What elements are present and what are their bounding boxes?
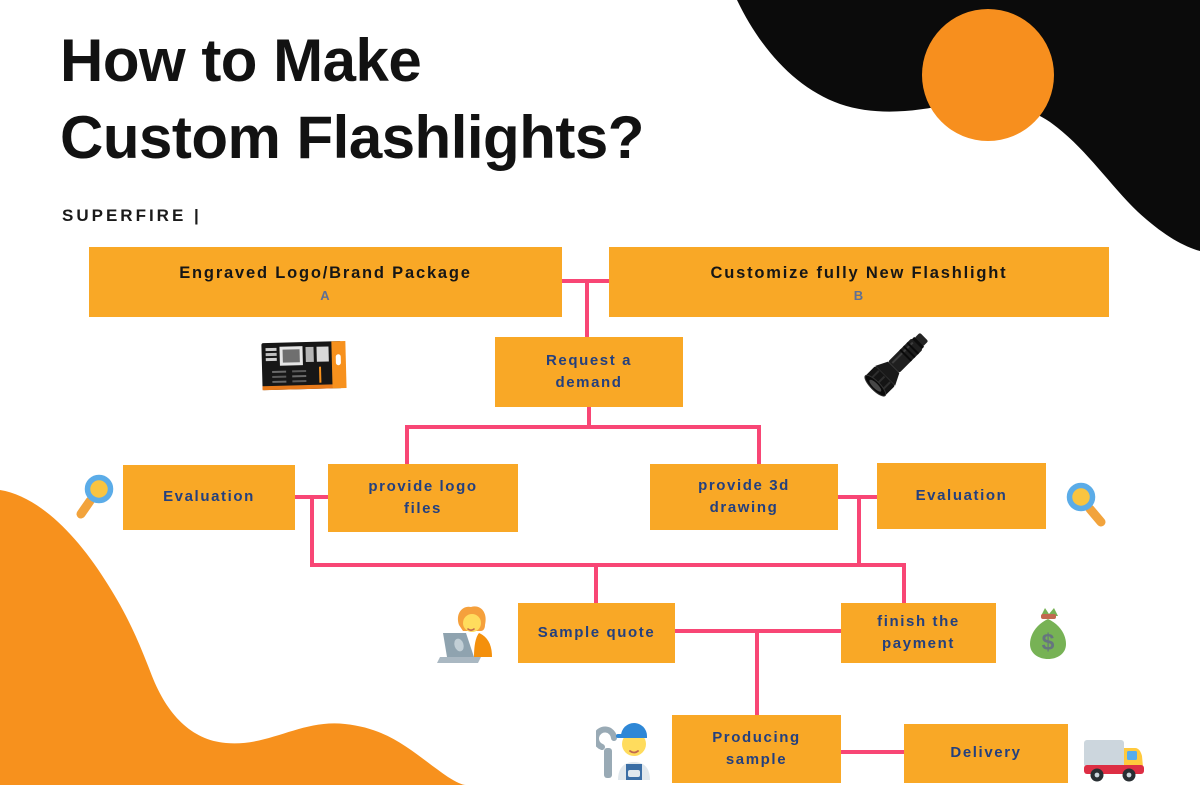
node-evaluation-left: Evaluation bbox=[123, 465, 295, 530]
delivery-truck-icon bbox=[1082, 736, 1146, 784]
node-label: Evaluation bbox=[163, 488, 255, 506]
connector-branch-left-drop bbox=[405, 425, 409, 466]
node-provide-logo-files: provide logo files bbox=[328, 464, 518, 532]
connector-collector-horizontal bbox=[310, 563, 906, 567]
node-label: Producing sample bbox=[712, 728, 801, 769]
magnifying-glass-icon bbox=[1060, 480, 1110, 534]
node-label: Evaluation bbox=[915, 486, 1008, 504]
node-finish-the-payment: finish the payment bbox=[841, 603, 996, 663]
node-provide-3d-drawing: provide 3d drawing bbox=[650, 464, 838, 530]
node-label: Customize fully New Flashlight bbox=[710, 263, 1008, 282]
node-tag-b: B bbox=[853, 288, 865, 304]
node-customize-new-flashlight: Customize fully New Flashlight B bbox=[609, 247, 1109, 317]
orange-blob-decoration bbox=[0, 490, 466, 785]
flashlight-package-image bbox=[260, 339, 356, 395]
node-label: finish the payment bbox=[877, 612, 960, 653]
connector-producing-delivery bbox=[841, 750, 904, 754]
node-tag-a: A bbox=[320, 288, 331, 304]
node-request-a-demand: Request a demand bbox=[495, 337, 683, 407]
dollar-sign: $ bbox=[1042, 629, 1055, 655]
page-title: How to Make Custom Flashlights? bbox=[60, 22, 920, 176]
node-label: provide 3d drawing bbox=[698, 476, 790, 517]
node-delivery: Delivery bbox=[904, 724, 1068, 783]
connector-right-junction-drop bbox=[857, 495, 861, 567]
node-label: provide logo files bbox=[368, 477, 478, 518]
connector-to-sample-quote bbox=[594, 563, 598, 605]
connector-left-junction-drop bbox=[310, 495, 314, 567]
connector-to-producing-sample bbox=[755, 629, 759, 717]
node-evaluation-right: Evaluation bbox=[877, 463, 1046, 529]
connector-branch-right-drop bbox=[757, 425, 761, 466]
brand-name: SUPERFIRE | bbox=[62, 206, 202, 225]
node-producing-sample: Producing sample bbox=[672, 715, 841, 783]
page-title-line1: How to Make bbox=[60, 27, 422, 94]
node-sample-quote: Sample quote bbox=[518, 603, 675, 663]
mechanic-icon bbox=[596, 710, 664, 785]
page-title-line2: Custom Flashlights? bbox=[60, 104, 644, 171]
node-label: Delivery bbox=[950, 744, 1022, 762]
connector-to-finish-payment bbox=[902, 563, 906, 605]
money-bag-icon: $ bbox=[1027, 605, 1069, 661]
connector-branch-horizontal bbox=[405, 425, 761, 429]
connector-ab-to-request bbox=[585, 281, 589, 339]
node-label: Request a demand bbox=[545, 351, 633, 392]
black-blob-decoration bbox=[737, 0, 1200, 251]
node-engraved-logo-brand-package: Engraved Logo/Brand Package A bbox=[89, 247, 562, 317]
magnifying-glass-icon bbox=[74, 472, 122, 526]
node-label: Sample quote bbox=[537, 623, 656, 641]
person-at-laptop-icon bbox=[433, 603, 497, 665]
connector-request-down bbox=[587, 405, 591, 429]
orange-circle-decoration bbox=[922, 9, 1054, 141]
flashlight-image bbox=[843, 322, 943, 414]
node-label: Engraved Logo/Brand Package bbox=[179, 263, 472, 282]
